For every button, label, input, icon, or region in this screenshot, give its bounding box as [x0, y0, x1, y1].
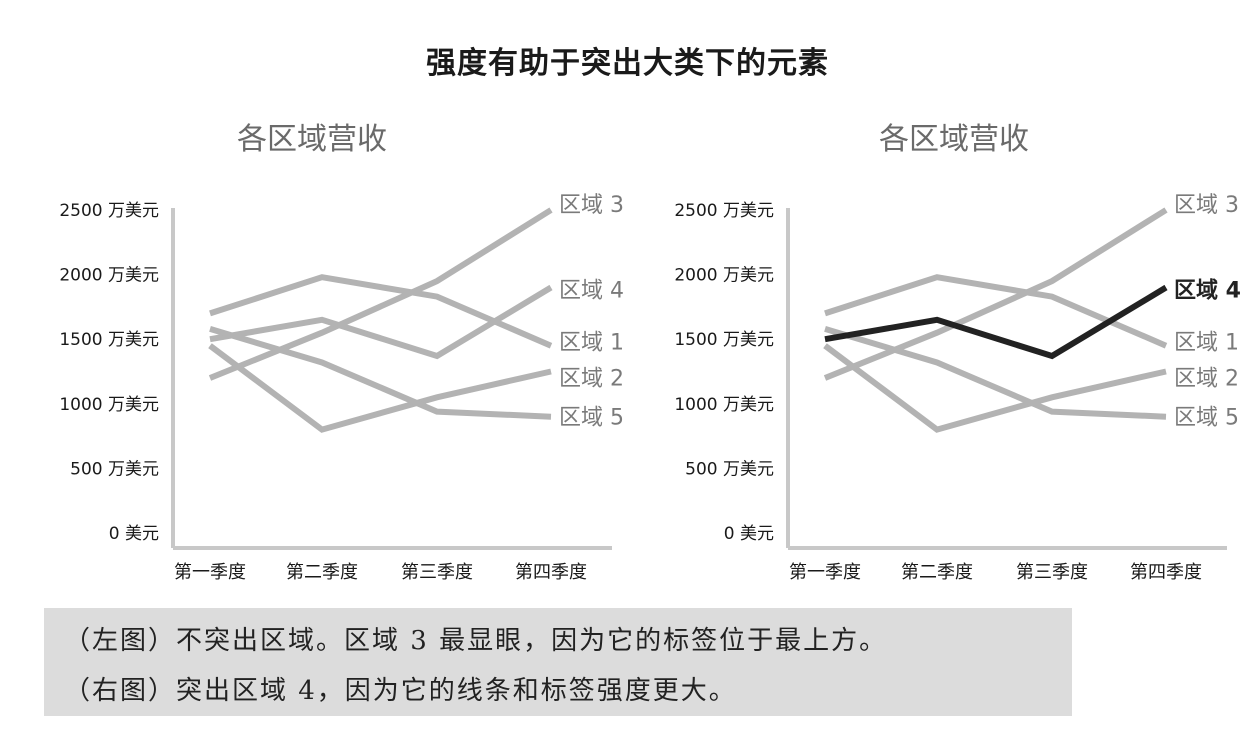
- series-line-区域-4: [209, 284, 553, 360]
- series-label-区域-1: 区域 1: [1174, 331, 1239, 356]
- series-line-区域-3: [208, 207, 553, 381]
- caption-line-2: （右图）突出区域 4，因为它的线条和标签强度更大。: [64, 676, 737, 706]
- y-tick-label: 0 美元: [724, 524, 774, 544]
- series-line-区域-2: [823, 343, 1167, 433]
- series-line-区域-5: [209, 326, 552, 420]
- y-tick-label: 500 万美元: [70, 459, 159, 479]
- x-tick-label: 第一季度: [174, 562, 246, 583]
- series-label-区域-5: 区域 5: [1174, 406, 1239, 431]
- y-tick-label: 0 美元: [109, 524, 159, 544]
- y-tick-label: 1000 万美元: [674, 395, 774, 415]
- y-tick-label: 1000 万美元: [59, 395, 159, 415]
- left-chart-title: 各区域营收: [237, 122, 387, 157]
- x-tick-label: 第三季度: [1016, 562, 1088, 583]
- series-label-区域-3: 区域 3: [559, 193, 624, 218]
- series-line-区域-4: [824, 284, 1168, 360]
- y-tick-label: 2500 万美元: [59, 201, 159, 221]
- series-label-区域-2: 区域 2: [559, 367, 624, 392]
- y-tick-label: 500 万美元: [685, 459, 774, 479]
- series-label-区域-4: 区域 4: [1174, 278, 1241, 304]
- series-label-区域-3: 区域 3: [1174, 193, 1239, 218]
- caption-box: （左图）不突出区域。区域 3 最显眼，因为它的标签位于最上方。 （右图）突出区域…: [44, 608, 1072, 716]
- series-line-区域-5: [824, 326, 1167, 420]
- x-tick-label: 第二季度: [901, 562, 973, 583]
- y-tick-label: 2000 万美元: [674, 266, 774, 286]
- caption-line-1: （左图）不突出区域。区域 3 最显眼，因为它的标签位于最上方。: [64, 626, 888, 656]
- series-label-区域-1: 区域 1: [559, 331, 624, 356]
- series-label-区域-5: 区域 5: [559, 406, 624, 431]
- x-tick-label: 第四季度: [1130, 562, 1202, 583]
- series-label-区域-4: 区域 4: [559, 279, 624, 304]
- left-line-chart: 0 美元 500 万美元 1000 万美元 1500 万美元 2000 万美元 2500 …: [59, 193, 624, 583]
- right-line-chart: 0 美元 500 万美元 1000 万美元 1500 万美元 2000 万美元 2500 …: [674, 193, 1241, 583]
- series-line-区域-3: [823, 207, 1168, 381]
- series-label-区域-2: 区域 2: [1174, 367, 1239, 392]
- x-tick-label: 第一季度: [789, 562, 861, 583]
- x-tick-label: 第二季度: [286, 562, 358, 583]
- y-tick-label: 2500 万美元: [674, 201, 774, 221]
- x-tick-label: 第四季度: [515, 562, 587, 583]
- x-tick-label: 第三季度: [401, 562, 473, 583]
- right-chart-title: 各区域营收: [879, 122, 1029, 157]
- y-tick-label: 2000 万美元: [59, 266, 159, 286]
- y-tick-label: 1500 万美元: [59, 330, 159, 350]
- series-line-区域-2: [208, 343, 552, 433]
- main-title: 强度有助于突出大类下的元素: [426, 46, 829, 81]
- y-tick-label: 1500 万美元: [674, 330, 774, 350]
